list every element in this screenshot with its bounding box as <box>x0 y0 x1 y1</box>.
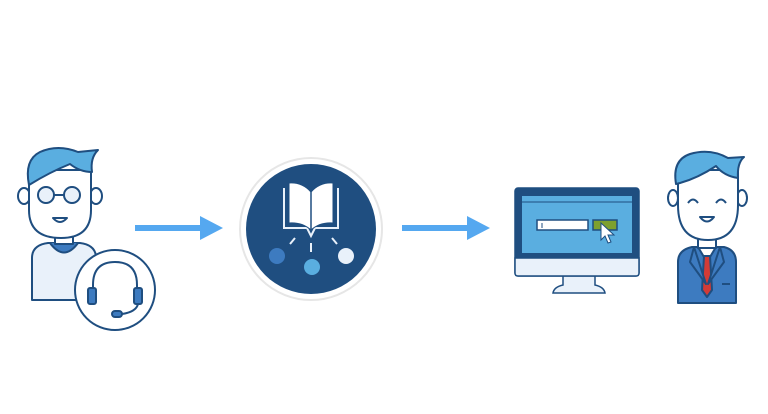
headset-icon <box>74 249 156 331</box>
search-field <box>536 219 589 231</box>
cursor-icon <box>600 221 616 244</box>
arrow-right-icon <box>402 216 490 240</box>
arrow-right-icon <box>135 216 223 240</box>
knowledge-base-icon <box>239 157 383 301</box>
happy-customer-icon <box>667 150 748 304</box>
node-dot <box>269 248 285 264</box>
support-agent-icon <box>17 147 103 301</box>
node-dot <box>304 259 320 275</box>
open-book-icon <box>283 182 339 239</box>
node-dot <box>338 248 354 264</box>
computer-monitor-icon <box>514 187 640 294</box>
